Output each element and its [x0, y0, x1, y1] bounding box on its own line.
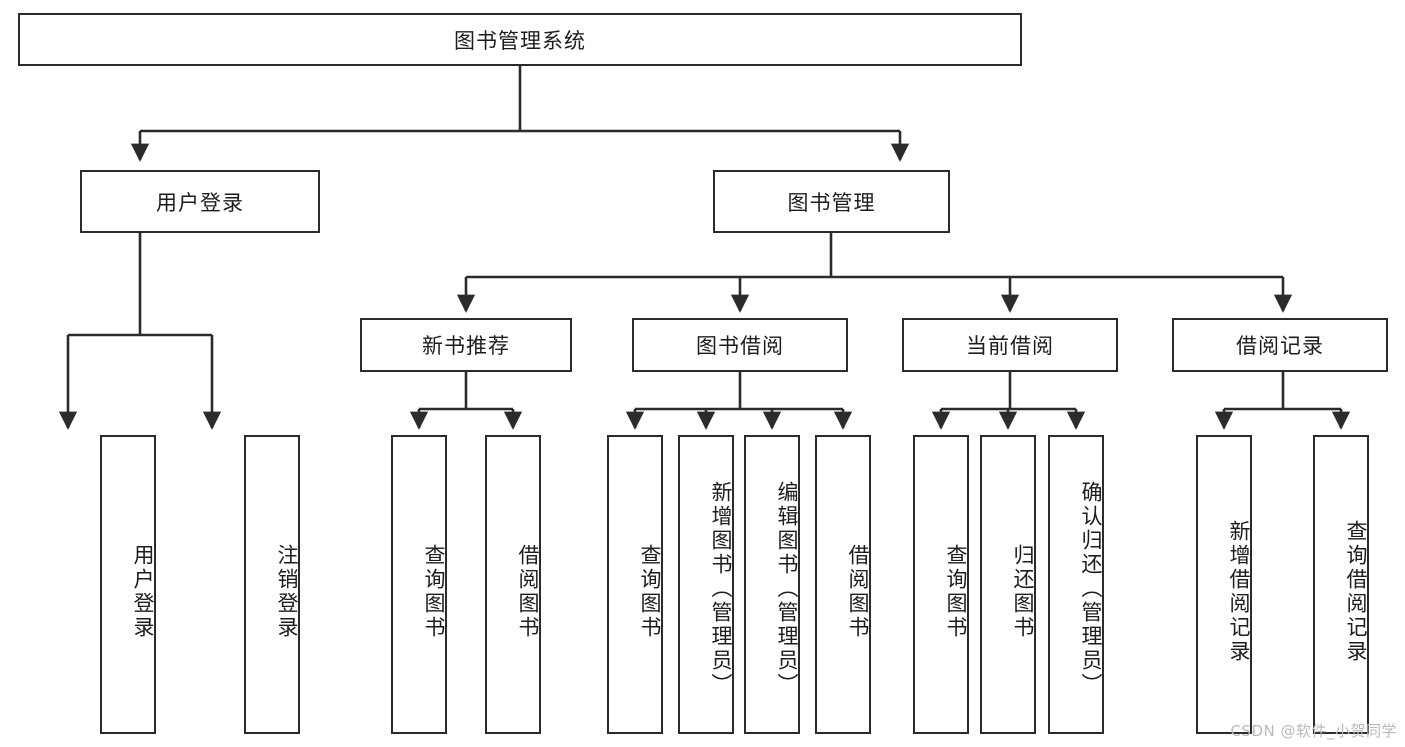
node-leaf-query-record[interactable]: 查询借阅记录	[1313, 435, 1369, 734]
node-leaf-return-book-label: 归还图书	[1011, 543, 1035, 640]
node-leaf-logout-login[interactable]: 注销登录	[244, 435, 300, 734]
node-root[interactable]: 图书管理系统	[18, 13, 1022, 66]
node-leaf-user-login-label: 用户登录	[131, 543, 155, 640]
node-current-borrow[interactable]: 当前借阅	[902, 318, 1118, 372]
node-leaf-borrow-book-1-label: 借阅图书	[516, 543, 540, 640]
node-leaf-add-book-label: 新增图书（管理员）	[709, 480, 733, 697]
node-leaf-edit-book-label: 编辑图书（管理员）	[775, 480, 799, 697]
node-leaf-add-record[interactable]: 新增借阅记录	[1196, 435, 1252, 734]
node-leaf-query-book-1[interactable]: 查询图书	[391, 435, 447, 734]
node-leaf-return-book[interactable]: 归还图书	[980, 435, 1036, 734]
node-leaf-confirm-return[interactable]: 确认归还（管理员）	[1048, 435, 1104, 734]
node-root-label: 图书管理系统	[454, 28, 586, 53]
node-user-login-label: 用户登录	[156, 190, 244, 215]
node-leaf-add-record-label: 新增借阅记录	[1227, 519, 1251, 664]
node-book-manage-label: 图书管理	[787, 190, 876, 215]
node-borrow-record[interactable]: 借阅记录	[1172, 318, 1388, 372]
node-leaf-query-book-3[interactable]: 查询图书	[913, 435, 969, 734]
node-leaf-query-book-2[interactable]: 查询图书	[607, 435, 663, 734]
node-leaf-add-book[interactable]: 新增图书（管理员）	[678, 435, 734, 734]
node-book-manage[interactable]: 图书管理	[713, 170, 950, 233]
node-leaf-logout-login-label: 注销登录	[275, 543, 299, 640]
csdn-watermark: CSDN @软件_小贺同学	[1230, 722, 1397, 740]
node-leaf-borrow-book-1[interactable]: 借阅图书	[485, 435, 541, 734]
node-leaf-query-book-2-label: 查询图书	[638, 543, 662, 640]
node-leaf-user-login[interactable]: 用户登录	[100, 435, 156, 734]
node-leaf-edit-book[interactable]: 编辑图书（管理员）	[744, 435, 800, 734]
node-book-borrow-label: 图书借阅	[696, 334, 784, 358]
node-new-book-rec-label: 新书推荐	[422, 334, 510, 358]
node-leaf-borrow-book-2-label: 借阅图书	[846, 543, 870, 640]
node-user-login[interactable]: 用户登录	[80, 170, 320, 233]
node-borrow-record-label: 借阅记录	[1236, 334, 1324, 358]
node-leaf-confirm-return-label: 确认归还（管理员）	[1079, 480, 1103, 697]
node-current-borrow-label: 当前借阅	[966, 334, 1054, 358]
node-leaf-query-record-label: 查询借阅记录	[1344, 519, 1368, 664]
node-new-book-rec[interactable]: 新书推荐	[360, 318, 572, 372]
node-leaf-query-book-3-label: 查询图书	[944, 543, 968, 640]
node-leaf-borrow-book-2[interactable]: 借阅图书	[815, 435, 871, 734]
node-book-borrow[interactable]: 图书借阅	[632, 318, 848, 372]
node-leaf-query-book-1-label: 查询图书	[422, 543, 446, 640]
